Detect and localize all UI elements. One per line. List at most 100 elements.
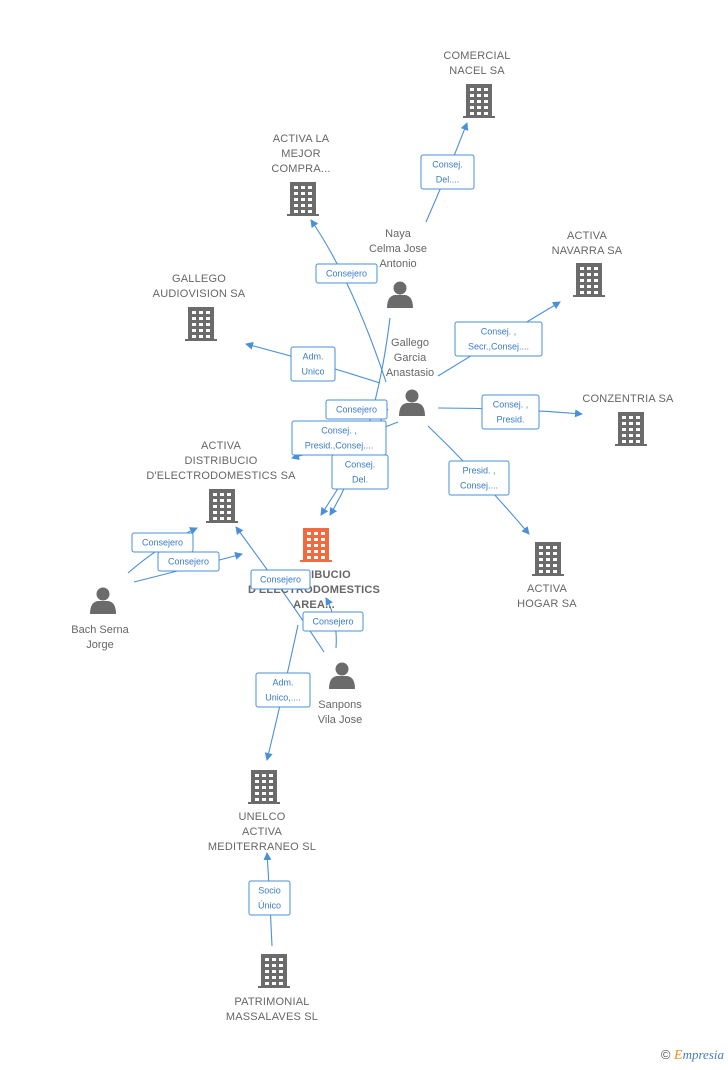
person-icon[interactable] bbox=[387, 281, 413, 309]
building-icon[interactable] bbox=[300, 528, 332, 562]
node-label: UNELCO bbox=[238, 811, 285, 823]
node-label: Garcia bbox=[394, 352, 427, 364]
edge-label-gallego_conzentria[interactable]: Consej. , Presid. bbox=[481, 394, 540, 430]
footer-credit: © Empresia bbox=[661, 1047, 724, 1064]
edge-label-text: Único bbox=[258, 901, 281, 911]
edge-label-text: Consejero bbox=[168, 557, 209, 567]
building-icon[interactable] bbox=[463, 84, 495, 118]
node-label: COMERCIAL bbox=[443, 50, 510, 62]
node-label: AREA... bbox=[293, 599, 335, 611]
node-label: AUDIOVISION SA bbox=[153, 288, 246, 300]
node-label: ACTIVA bbox=[242, 826, 283, 838]
edge-label-text: Consej. , bbox=[321, 426, 357, 436]
edge-label-text: Consejero bbox=[260, 575, 301, 585]
node-label: ACTIVA bbox=[527, 583, 568, 595]
edge-label-text: Presid.,Consej.... bbox=[305, 441, 374, 451]
building-icon[interactable] bbox=[258, 954, 290, 988]
edge-label-text: Unico bbox=[301, 367, 324, 377]
edge-label-text: Consej. , bbox=[481, 327, 517, 337]
node-label: Naya bbox=[385, 228, 412, 240]
edge-label-box[interactable] bbox=[157, 551, 220, 572]
edge-label-naya_focus[interactable]: Consej. Del. bbox=[331, 454, 389, 490]
building-icon[interactable] bbox=[615, 412, 647, 446]
edge-label-text: Presid. , bbox=[462, 466, 495, 476]
edge-label-box[interactable] bbox=[290, 346, 336, 382]
edge-label-box[interactable] bbox=[454, 321, 543, 357]
brand-logo-text: mpresia bbox=[682, 1047, 724, 1062]
edge-label-box[interactable] bbox=[255, 672, 311, 708]
node-label: ACTIVA LA bbox=[273, 133, 330, 145]
node-label: Vila Jose bbox=[318, 714, 362, 726]
edge-label-box[interactable] bbox=[315, 263, 378, 284]
person-icon[interactable] bbox=[329, 662, 355, 690]
edge-label-box[interactable] bbox=[448, 460, 510, 496]
edge-label-gallego_mejor[interactable]: Consejero bbox=[315, 263, 378, 284]
building-icon[interactable] bbox=[532, 542, 564, 576]
node-activa_distribucio[interactable]: ACTIVA DISTRIBUCIO D'ELECTRODOMESTICS SA bbox=[146, 440, 296, 523]
building-icon[interactable] bbox=[573, 263, 605, 297]
building-icon[interactable] bbox=[185, 307, 217, 341]
edge-label-sanpons_distribucio[interactable]: Consejero bbox=[250, 569, 311, 590]
building-icon[interactable] bbox=[248, 770, 280, 804]
edge-label-box[interactable] bbox=[250, 569, 311, 590]
edge-label-naya_comercial[interactable]: Consej.Del.... bbox=[420, 154, 475, 190]
edge-label-box[interactable] bbox=[481, 394, 540, 430]
edge-label-box[interactable] bbox=[325, 399, 388, 420]
edge-label-focus_unelco[interactable]: Adm.Unico,.... bbox=[255, 672, 311, 708]
node-label: DISTRIBUCIO bbox=[184, 455, 257, 467]
edge-label-text: Secr.,Consej.... bbox=[468, 342, 529, 352]
edge-label-text: Consejero bbox=[336, 405, 377, 415]
edge-label-box[interactable] bbox=[420, 154, 475, 190]
edge-label-gallego_distribucio[interactable]: Consej. , Presid.,Consej.... bbox=[291, 420, 387, 456]
person-icon[interactable] bbox=[90, 587, 116, 615]
node-label: COMPRA... bbox=[271, 163, 330, 175]
node-label: Gallego bbox=[391, 337, 429, 349]
edge-label-text: Adm. bbox=[272, 678, 293, 688]
edge-label-text: Consej. , bbox=[493, 400, 529, 410]
node-conzentria[interactable]: CONZENTRIA SA bbox=[582, 393, 674, 446]
building-icon[interactable] bbox=[287, 182, 319, 216]
edge-label-sanpons_focus[interactable]: Consejero bbox=[302, 611, 364, 632]
node-label: ACTIVA bbox=[567, 230, 608, 242]
edge-label-gallego_focus_1[interactable]: Consejero bbox=[325, 399, 388, 420]
node-activa_mejor[interactable]: ACTIVA LA MEJOR COMPRA... bbox=[271, 133, 330, 216]
building-icon[interactable] bbox=[206, 489, 238, 523]
node-label: Jorge bbox=[86, 639, 114, 651]
edge-label-gallego_hogar[interactable]: Presid. , Consej.... bbox=[448, 460, 510, 496]
edge-label-text: Del. bbox=[352, 475, 368, 485]
edge-gallego_mejor bbox=[310, 219, 387, 383]
node-label: MEJOR bbox=[281, 148, 321, 160]
node-label: ACTIVA bbox=[201, 440, 242, 452]
edge-label-gallego_navarra[interactable]: Consej. , Secr.,Consej.... bbox=[454, 321, 543, 357]
edge-label-box[interactable] bbox=[248, 880, 291, 916]
node-label: D'ELECTRODOMESTICS SA bbox=[146, 470, 296, 482]
node-label: CONZENTRIA SA bbox=[582, 393, 674, 405]
edge-label-text: Consej.... bbox=[460, 481, 498, 491]
edge-label-text: Presid. bbox=[496, 415, 524, 425]
edge-label-gallego_audiovision[interactable]: Adm.Unico bbox=[290, 346, 336, 382]
node-label: PATRIMONIAL bbox=[234, 996, 309, 1008]
person-icon[interactable] bbox=[399, 389, 425, 417]
node-label: Anastasio bbox=[386, 367, 434, 379]
brand-logo-initial: E bbox=[674, 1048, 683, 1063]
edge-label-bach_focus[interactable]: Consejero bbox=[157, 551, 220, 572]
edge-label-box[interactable] bbox=[331, 454, 389, 490]
edge-label-box[interactable] bbox=[302, 611, 364, 632]
edge-label-text: Consej. bbox=[345, 460, 376, 470]
edge-label-text: Consejero bbox=[326, 269, 367, 279]
edge-label-bach_distribucio[interactable]: Consejero bbox=[131, 532, 194, 553]
edge-label-text: Socio bbox=[258, 886, 281, 896]
